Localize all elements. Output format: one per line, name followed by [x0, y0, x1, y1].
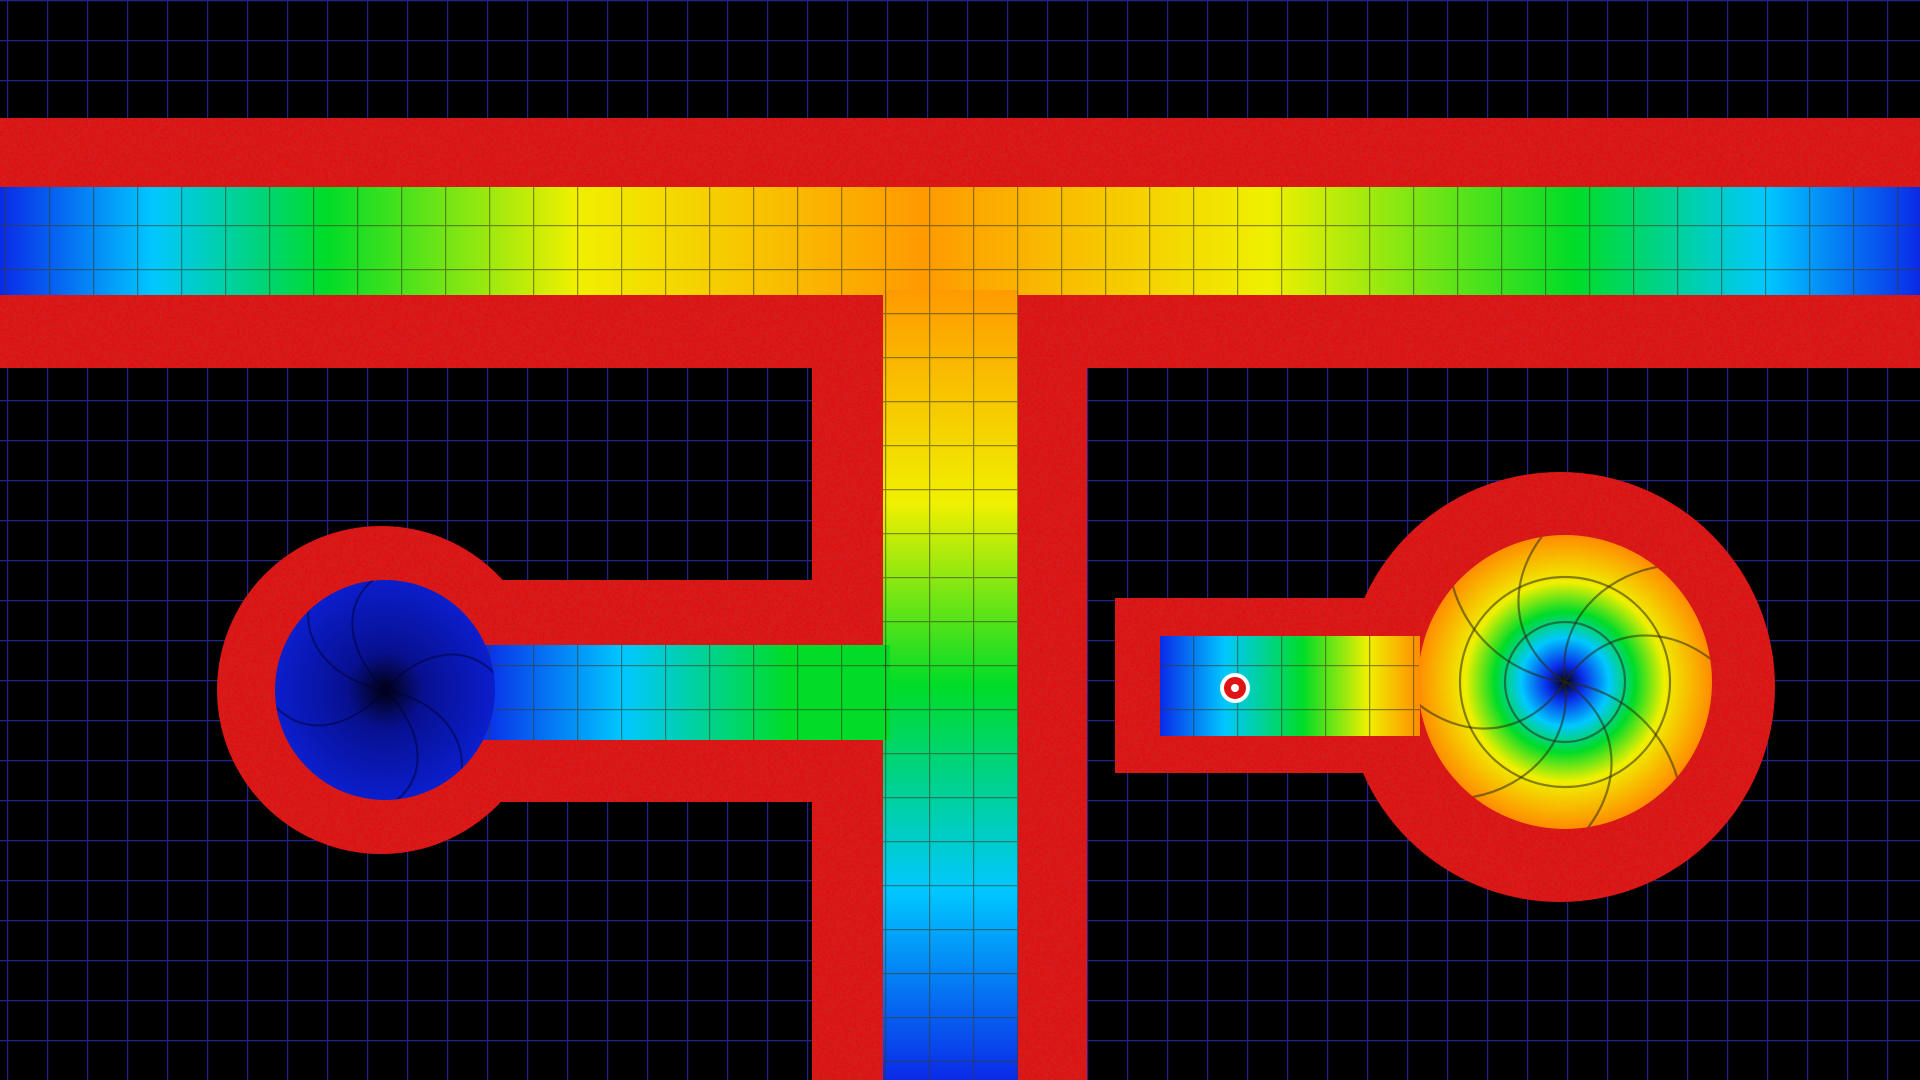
ball-marker-icon[interactable]	[1220, 673, 1250, 703]
vertical-corridor-tiles	[883, 295, 1018, 1080]
right-corridor-tiles	[1160, 636, 1420, 736]
top-corridor-tiles	[0, 187, 1920, 295]
floor	[0, 187, 1920, 1080]
left-corridor-tiles	[470, 645, 890, 740]
swirl-vortex-icon[interactable]	[1418, 535, 1712, 829]
vortex-hole-icon[interactable]	[270, 575, 500, 805]
